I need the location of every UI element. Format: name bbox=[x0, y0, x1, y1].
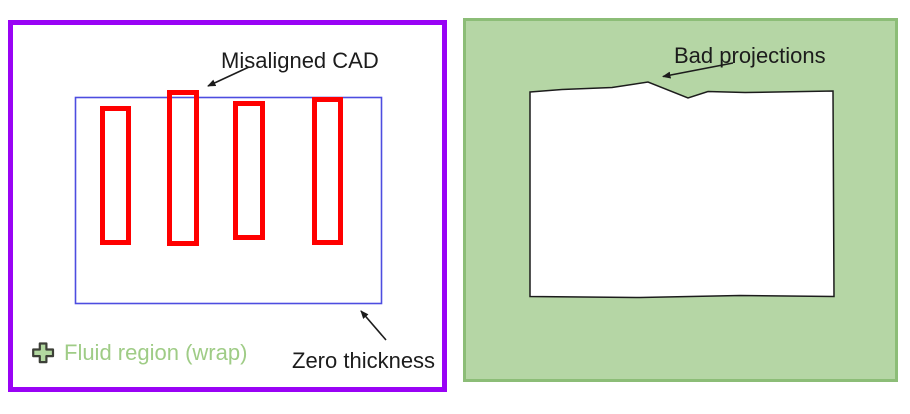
wrapped-geometry-shape bbox=[529, 81, 835, 299]
cad-part-outline-4 bbox=[312, 97, 343, 245]
bad-projections-arrow bbox=[662, 62, 734, 79]
plus-icon bbox=[32, 342, 55, 364]
zero-thickness-arrow bbox=[360, 310, 387, 341]
zero-thickness-surface bbox=[74, 96, 383, 305]
cad-part-outline-3 bbox=[233, 101, 265, 240]
cad-misalignment-panel: Misaligned CAD Zero thickness Fluid regi… bbox=[8, 20, 447, 392]
wrap-result-panel: Bad projections bbox=[463, 18, 898, 382]
purple-panel-frame bbox=[8, 20, 447, 392]
fluid-region-label: Fluid region (wrap) bbox=[64, 340, 247, 365]
misaligned-cad-label: Misaligned CAD bbox=[221, 48, 379, 73]
zero-thickness-label: Zero thickness bbox=[292, 348, 435, 373]
cad-part-outline-1 bbox=[100, 106, 131, 245]
bad-projections-label: Bad projections bbox=[674, 43, 826, 68]
misaligned-cad-arrow bbox=[207, 66, 250, 87]
cad-part-outline-2 bbox=[167, 90, 199, 246]
